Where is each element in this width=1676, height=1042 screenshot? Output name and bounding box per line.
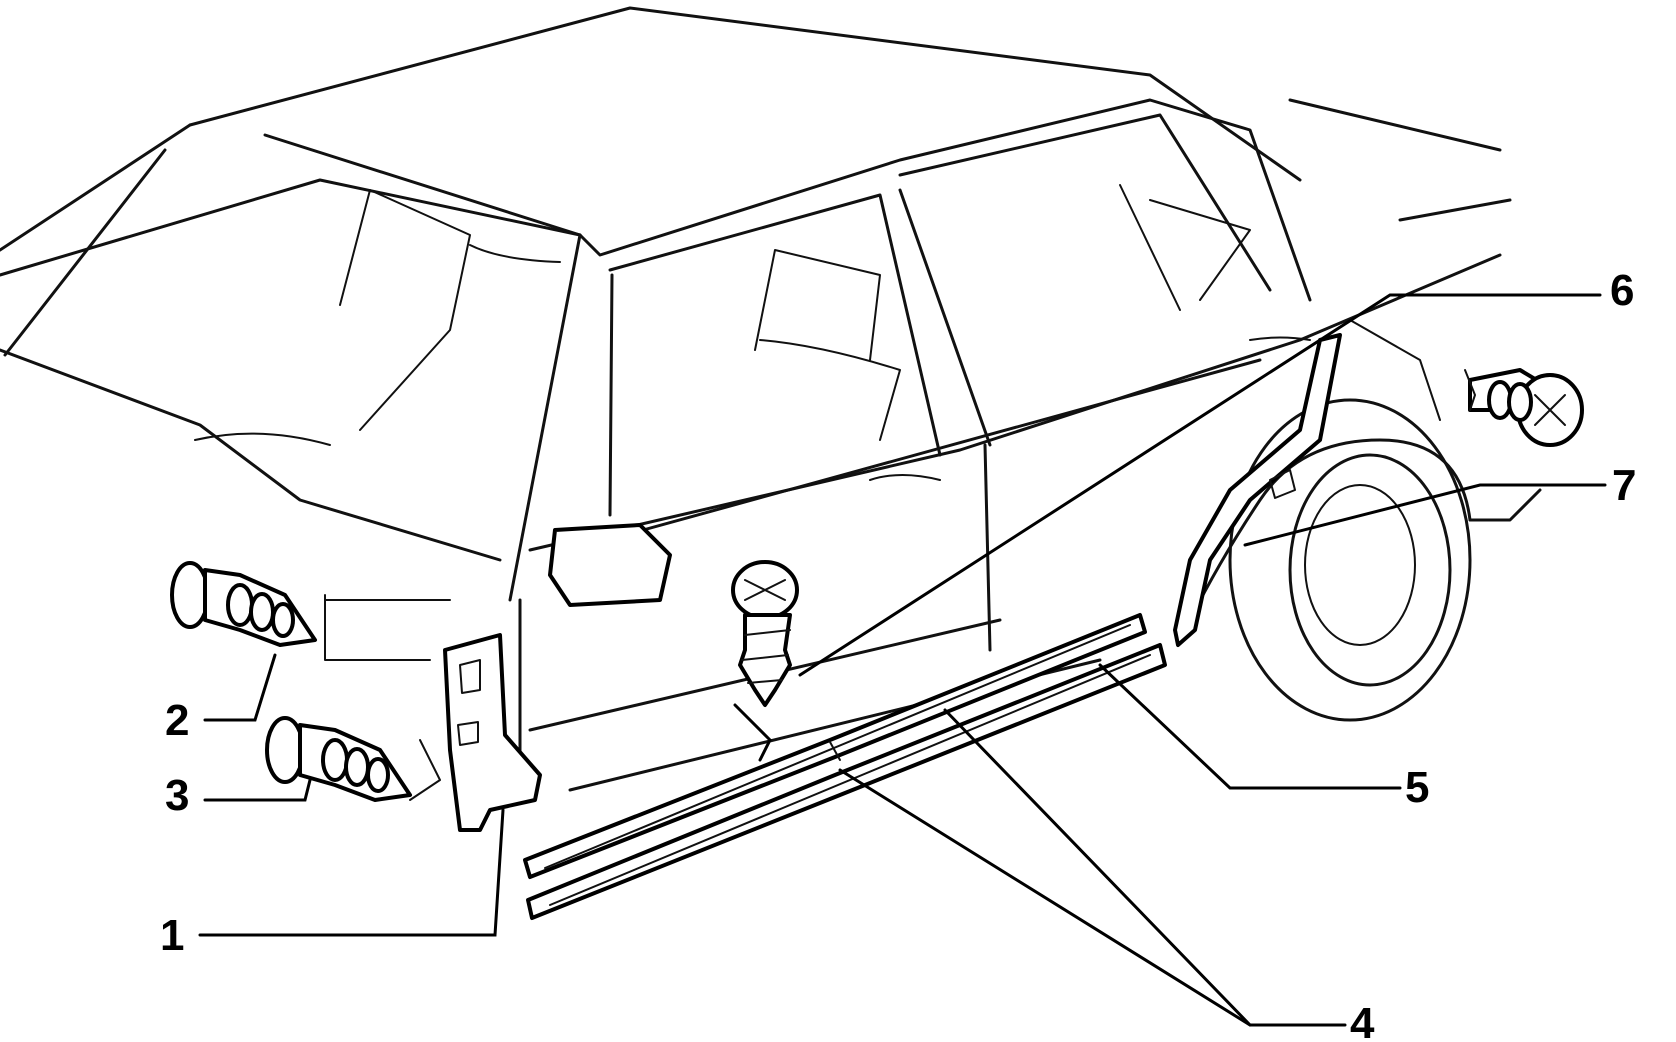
- part-2-fastener: [170, 561, 317, 647]
- wheel-arch-seal: [1173, 333, 1342, 647]
- part-6-center-fastener: [731, 560, 799, 707]
- part-3-fastener: [265, 716, 412, 802]
- callout-labels: 1 2 3 4 5 6 7: [160, 266, 1636, 1042]
- leader-4b: [943, 708, 1252, 1027]
- leader-2: [203, 653, 277, 722]
- callout-1: 1: [160, 911, 184, 960]
- callout-3: 3: [165, 771, 189, 820]
- leader-5: [1098, 663, 1402, 790]
- leader-lines: [198, 293, 1607, 1027]
- part-1-pillar-trim: [443, 633, 542, 832]
- leader-4a: [838, 768, 1347, 1027]
- part-7-front-fastener: [1464, 368, 1584, 447]
- part-4-5-sill-moldings: [523, 613, 1167, 920]
- callout-4: 4: [1350, 999, 1375, 1042]
- callout-2: 2: [165, 696, 189, 745]
- callout-6: 6: [1610, 266, 1634, 315]
- callout-7: 7: [1612, 461, 1636, 510]
- leader-3: [203, 778, 312, 802]
- callout-5: 5: [1405, 763, 1429, 812]
- leader-6: [798, 293, 1602, 677]
- leader-7: [1243, 483, 1607, 547]
- leader-1: [198, 808, 505, 937]
- car-body-outline: [0, 6, 1542, 792]
